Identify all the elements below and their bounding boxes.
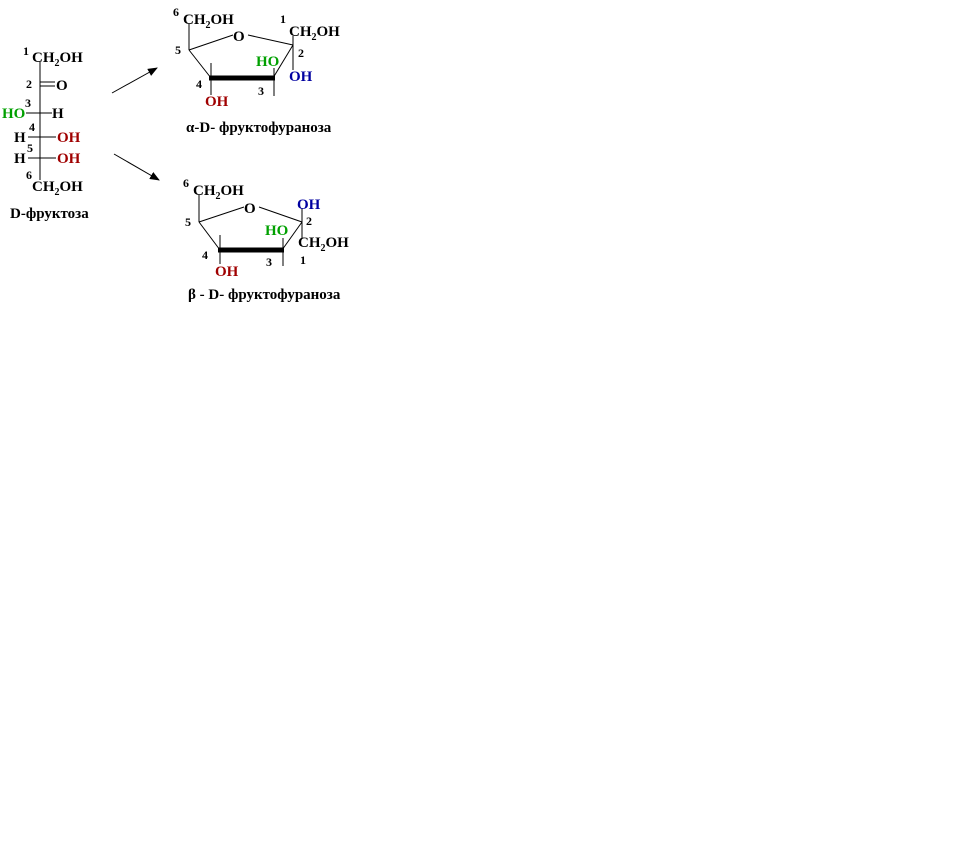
chain-caption: D-фруктоза [10,206,89,222]
open-chain-fructose: 1 CH2OH 2 O 3 HO H 4 H OH 5 H OH 6 CH2OH… [2,44,89,222]
alpha-num-4: 4 [196,77,202,91]
chain-c4-h: H [14,130,26,146]
chain-num-1: 1 [23,44,29,58]
beta-ring-oxygen: O [244,201,256,217]
beta-ring-c5-c4 [198,221,221,251]
chain-num-2: 2 [26,77,32,91]
alpha-num-3: 3 [258,84,264,98]
beta-ring-o-c2 [258,206,303,223]
beta-num-6: 6 [183,176,189,190]
chain-top-ch2oh: CH2OH [32,50,83,69]
chain-bottom-ch2oh: CH2OH [32,179,83,198]
beta-c6-ch2oh: CH2OH [193,183,244,202]
alpha-num-2: 2 [298,46,304,60]
beta-ring-c5-o [198,206,245,223]
alpha-ring-c5-o [188,34,234,51]
alpha-c4-oh: OH [205,94,229,110]
alpha-num-1: 1 [280,12,286,26]
chain-c4-oh: OH [57,130,81,146]
beta-fructofuranose: 6 CH2OH O OH 5 2 HO CH2OH 4 3 1 OH β - D… [183,176,349,303]
beta-c2-oh: OH [297,197,321,213]
beta-c4-oh: OH [215,264,239,280]
chain-num-4: 4 [29,120,35,134]
arrow-to-beta [113,153,160,181]
chain-c5-h: H [14,151,26,167]
alpha-c2-oh: OH [289,69,313,85]
beta-caption: β - D- фруктофураноза [188,287,341,303]
beta-num-1: 1 [300,253,306,267]
chain-c3-h: H [52,106,64,122]
beta-c3-ho: HO [265,223,288,239]
chain-c5-oh: OH [57,151,81,167]
beta-num-3: 3 [266,255,272,269]
alpha-num-5: 5 [175,43,181,57]
alpha-ring-c3-c2 [272,44,294,79]
chain-num-6: 6 [26,168,32,182]
alpha-c6-ch2oh: CH2OH [183,12,234,31]
beta-num-5: 5 [185,215,191,229]
alpha-c1-ch2oh: CH2OH [289,24,340,43]
beta-num-4: 4 [202,248,208,262]
beta-num-2: 2 [306,214,312,228]
alpha-fructofuranose: 6 CH2OH O 1 CH2OH 5 2 HO OH 4 3 OH α-D- … [173,5,340,136]
alpha-caption: α-D- фруктофураноза [186,120,332,136]
arrow-to-alpha [111,67,158,94]
alpha-c3-ho: HO [256,54,279,70]
chain-num-3: 3 [25,96,31,110]
alpha-num-6: 6 [173,5,179,19]
alpha-ring-oxygen: O [233,29,245,45]
beta-ring-c3-c2 [281,221,303,251]
chain-num-5: 5 [27,141,33,155]
alpha-ring-o-c2 [247,34,294,46]
chain-c3-ho: HO [2,106,25,122]
chain-c2-oxygen: O [56,78,68,94]
alpha-ring-c5-c4 [188,49,212,79]
beta-c1-ch2oh: CH2OH [298,235,349,254]
